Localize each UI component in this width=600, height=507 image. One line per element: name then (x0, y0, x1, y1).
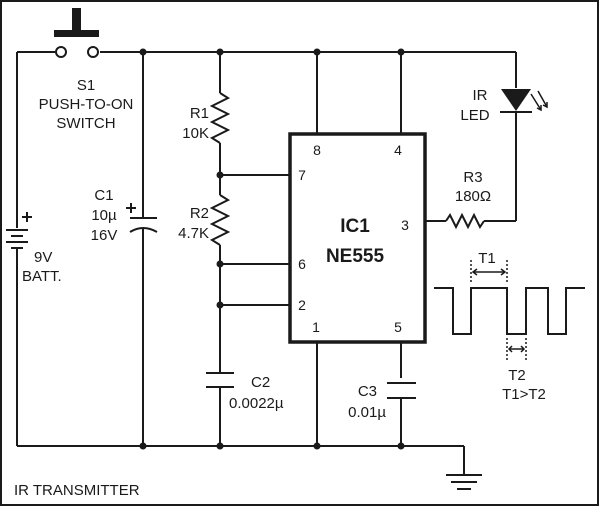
capacitor-c3 (387, 382, 416, 446)
ic-part-label: NE555 (326, 246, 385, 267)
resistor-r1 (209, 52, 231, 195)
capacitor-c1 (126, 52, 158, 446)
junction-dot (216, 260, 224, 268)
r2-value-label: 4.7K (178, 225, 209, 242)
battery-voltage-label: 9V (34, 249, 52, 266)
junction-dot (139, 48, 147, 56)
junction-dot (216, 171, 224, 179)
led-label: LED (460, 107, 489, 124)
junction-dot (216, 301, 224, 309)
top-rail-wire (17, 51, 517, 88)
junction-dot (216, 48, 224, 56)
r3-ref-label: R3 (463, 169, 482, 186)
r1-ref-label: R1 (190, 105, 209, 122)
t1-gt-t2-label: T1>T2 (502, 386, 546, 403)
junction-dots (139, 48, 405, 450)
ic1-ne555-body (288, 132, 427, 344)
c2-ref-label: C2 (251, 374, 270, 391)
c1-value-label: 10µ (91, 207, 117, 224)
junction-dot (139, 442, 147, 450)
pin-3-label: 3 (401, 217, 409, 233)
capacitor-c2 (206, 372, 234, 446)
ic-ref-label: IC1 (340, 216, 370, 237)
junction-dot (397, 442, 405, 450)
junction-dot (313, 442, 321, 450)
c1-rating-label: 16V (91, 227, 118, 244)
s1-type-label: PUSH-TO-ON (39, 96, 134, 113)
resistor-r2 (209, 194, 231, 372)
c3-value-label: 0.01µ (348, 404, 386, 421)
s1-ref-label: S1 (77, 77, 95, 94)
pin-8-label: 8 (313, 142, 321, 158)
battery-9v (6, 52, 32, 446)
pin-6-label: 6 (298, 256, 306, 272)
pin-7-label: 7 (298, 167, 306, 183)
push-switch-s1 (54, 8, 99, 58)
r1-value-label: 10K (182, 125, 209, 142)
junction-dot (313, 48, 321, 56)
ir-led (500, 89, 548, 113)
c1-ref-label: C1 (94, 187, 113, 204)
led-ir-label: IR (473, 87, 488, 104)
waveform-square-wave (434, 260, 585, 362)
pin-1-label: 1 (312, 319, 320, 335)
junction-dot (397, 48, 405, 56)
t1-label: T1 (478, 250, 496, 267)
r3-value-label: 180Ω (455, 188, 491, 205)
resistor-r3 (425, 112, 517, 230)
pin-4-label: 4 (394, 142, 402, 158)
bottom-rail-wire (17, 445, 482, 490)
c2-value-label: 0.0022µ (229, 395, 284, 412)
pin-2-label: 2 (298, 297, 306, 313)
diagram-title: IR TRANSMITTER (14, 482, 140, 499)
r2-ref-label: R2 (190, 205, 209, 222)
c3-ref-label: C3 (358, 383, 377, 400)
t2-label: T2 (508, 367, 526, 384)
battery-type-label: BATT. (22, 268, 62, 285)
pin-5-label: 5 (394, 319, 402, 335)
s1-switch-label: SWITCH (56, 115, 115, 132)
junction-dot (216, 442, 224, 450)
